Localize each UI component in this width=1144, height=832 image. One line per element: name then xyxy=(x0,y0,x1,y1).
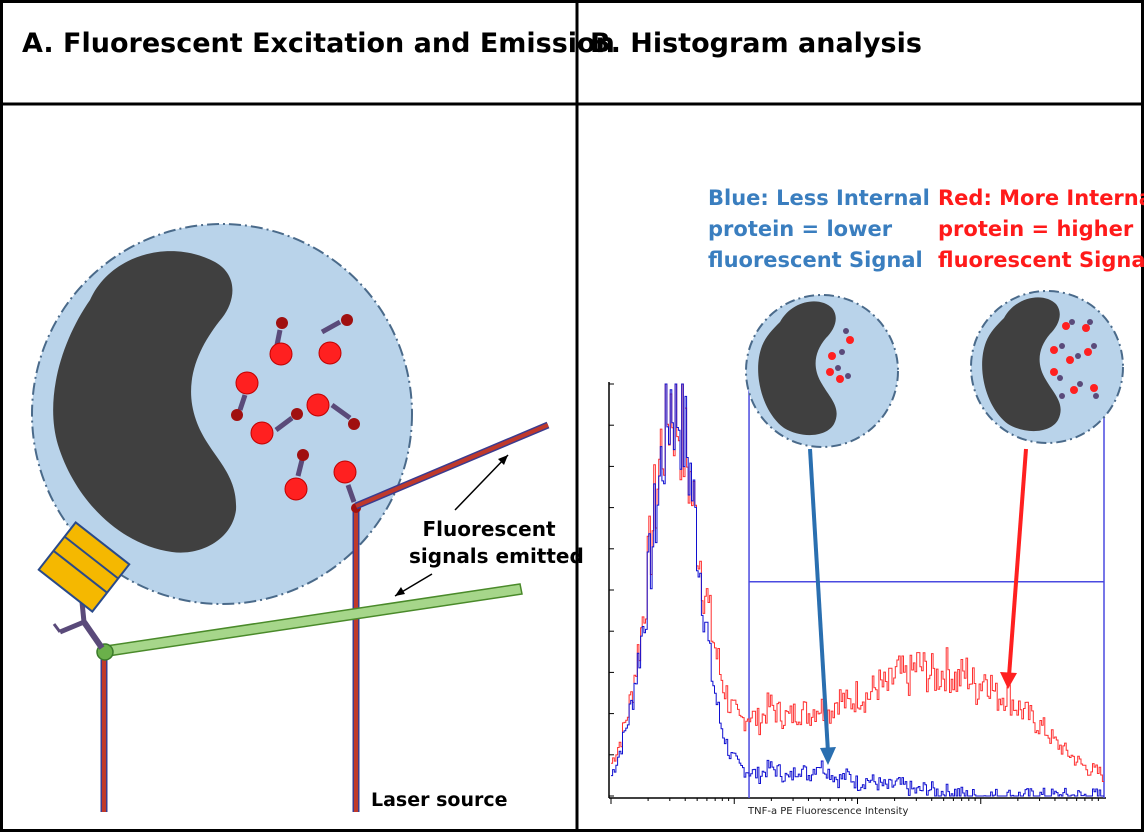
histogram-series-blue xyxy=(611,383,1104,797)
histogram-series-red xyxy=(611,383,1104,782)
fluorophore-complex xyxy=(250,408,303,445)
blue-note: Blue: Less Internal protein = lower fluo… xyxy=(708,186,930,272)
fluorophore-complex xyxy=(284,449,309,501)
fluorophore-complex xyxy=(231,371,259,421)
phycoerythrin-tag xyxy=(37,521,131,613)
panel-a-diagram xyxy=(31,223,550,812)
panel-b-title: B. Histogram analysis xyxy=(590,28,922,59)
emitted-arrow xyxy=(394,573,433,597)
small-cell-low xyxy=(745,294,899,448)
laser-source-label: Laser source xyxy=(371,789,508,811)
fluorophore-complex xyxy=(333,460,357,503)
panel-b-diagram xyxy=(608,290,1124,804)
small-cell-high xyxy=(970,290,1124,444)
surface-antibody xyxy=(52,594,105,650)
fluorophore-complex xyxy=(269,317,293,366)
red-pointer-arrow xyxy=(1000,448,1028,689)
x-axis-ticks xyxy=(610,798,1099,804)
red-note: Red: More Internal protein = higher fluo… xyxy=(938,186,1144,272)
blue-pointer-arrow xyxy=(808,448,836,765)
emitted-arrow xyxy=(454,454,509,511)
y-axis-ticks xyxy=(609,383,614,797)
large-cell-nucleus xyxy=(53,251,237,553)
fluorophore-complex xyxy=(318,314,353,365)
emission-beam-red xyxy=(354,421,550,510)
x-axis-label: TNF-a PE Fluorescence Intensity xyxy=(748,806,909,817)
laser-beam xyxy=(351,503,361,812)
histogram-gate xyxy=(748,384,1105,798)
fluorophore-complex xyxy=(306,393,360,430)
emitted-signals-label: Fluorescent signals emitted xyxy=(409,517,584,568)
panel-a-title: A. Fluorescent Excitation and Emission xyxy=(22,28,615,59)
